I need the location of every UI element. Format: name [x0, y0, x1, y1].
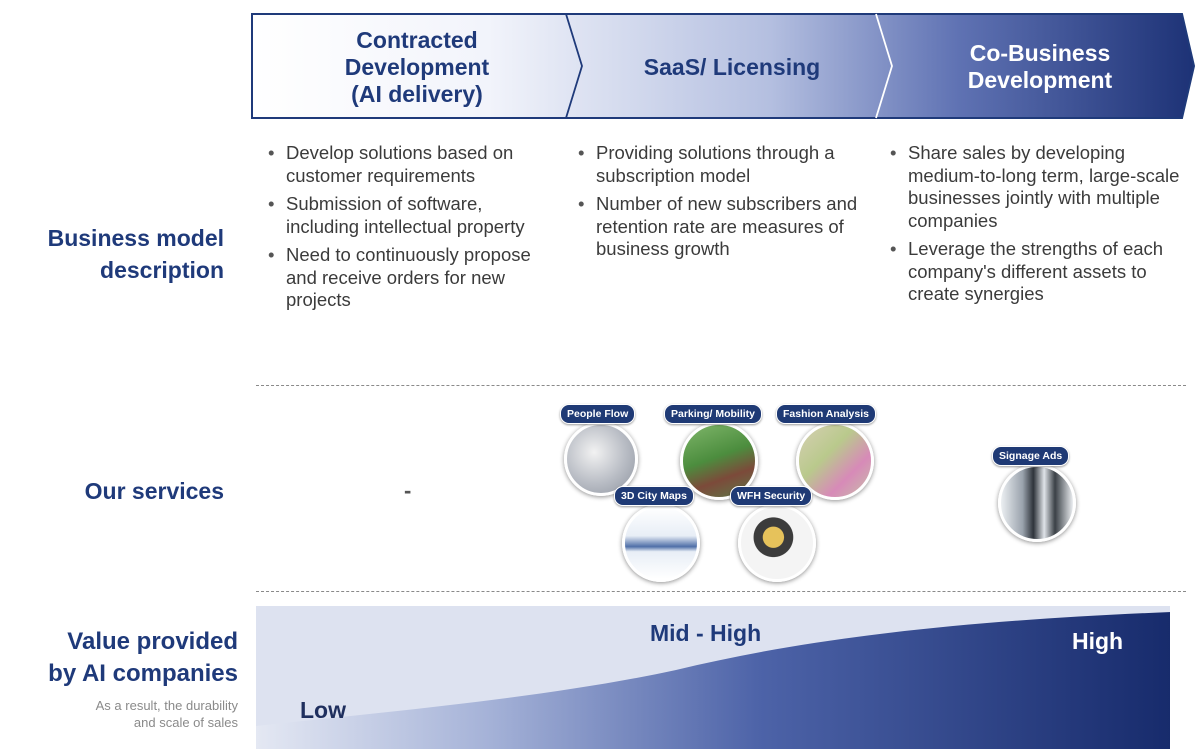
row-note-value: As a result, the durability and scale of… [95, 698, 238, 730]
phase-contracted-development: Contracted Development (AI delivery) [344, 26, 490, 107]
no-service-dash: - [404, 478, 412, 503]
service-tag: Parking/ Mobility [664, 404, 763, 424]
phase-saas-licensing: SaaS/ Licensing [643, 53, 821, 80]
row-label-services: Our services [84, 478, 224, 504]
description-saas: Providing solutions through a subscripti… [570, 142, 875, 267]
row-label-value: Value provided by AI companies [48, 628, 238, 687]
wfh-security-image [738, 504, 816, 582]
value-mid-label: Mid - High [650, 620, 762, 646]
value-high-label: High [1072, 628, 1124, 654]
service-tag: People Flow [560, 404, 636, 424]
phase-header-band [251, 13, 1196, 119]
chevron-divider-1 [565, 13, 583, 119]
fashion-analysis-image [796, 422, 874, 500]
phase-co-business-development: Co-Business Development [967, 40, 1113, 93]
bullet-item: Share sales by developing medium-to-long… [882, 142, 1182, 232]
bullet-item: Develop solutions based on customer requ… [260, 142, 560, 187]
value-curve [256, 612, 1171, 749]
description-cobusiness: Share sales by developing medium-to-long… [882, 142, 1182, 312]
chevron-divider-2 [875, 13, 893, 119]
bullet-item: Providing solutions through a subscripti… [570, 142, 875, 187]
bullet-item: Need to continuously propose and receive… [260, 244, 560, 312]
bullet-item: Submission of software, including intell… [260, 193, 560, 238]
bullet-item: Leverage the strengths of each company's… [882, 238, 1182, 306]
section-divider [256, 385, 1186, 386]
service-tag: Signage Ads [992, 446, 1070, 466]
value-gradient-area [256, 606, 1186, 749]
service-tag: Fashion Analysis [776, 404, 876, 424]
section-divider [256, 591, 1186, 592]
service-tag: WFH Security [730, 486, 813, 506]
people-flow-image [564, 422, 638, 496]
description-contracted: Develop solutions based on customer requ… [260, 142, 560, 318]
signage-ads-image [998, 464, 1076, 542]
bullet-item: Number of new subscribers and retention … [570, 193, 875, 261]
row-label-business-model: Business model description [47, 225, 224, 283]
service-tag: 3D City Maps [614, 486, 694, 506]
3d-city-maps-image [622, 504, 700, 582]
value-low-label: Low [300, 697, 346, 723]
